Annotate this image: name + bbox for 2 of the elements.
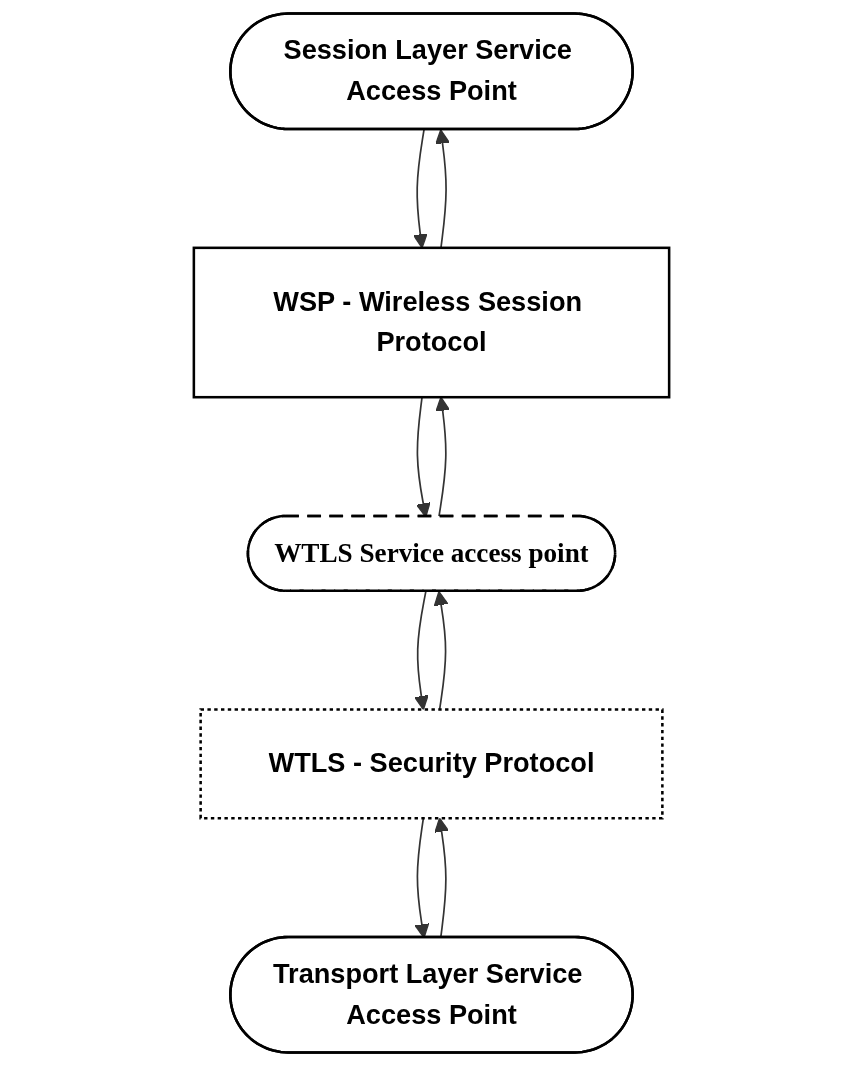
node-box: WSP - Wireless Session Protocol xyxy=(192,246,671,399)
node-box: WTLS - Security Protocol xyxy=(199,708,664,820)
